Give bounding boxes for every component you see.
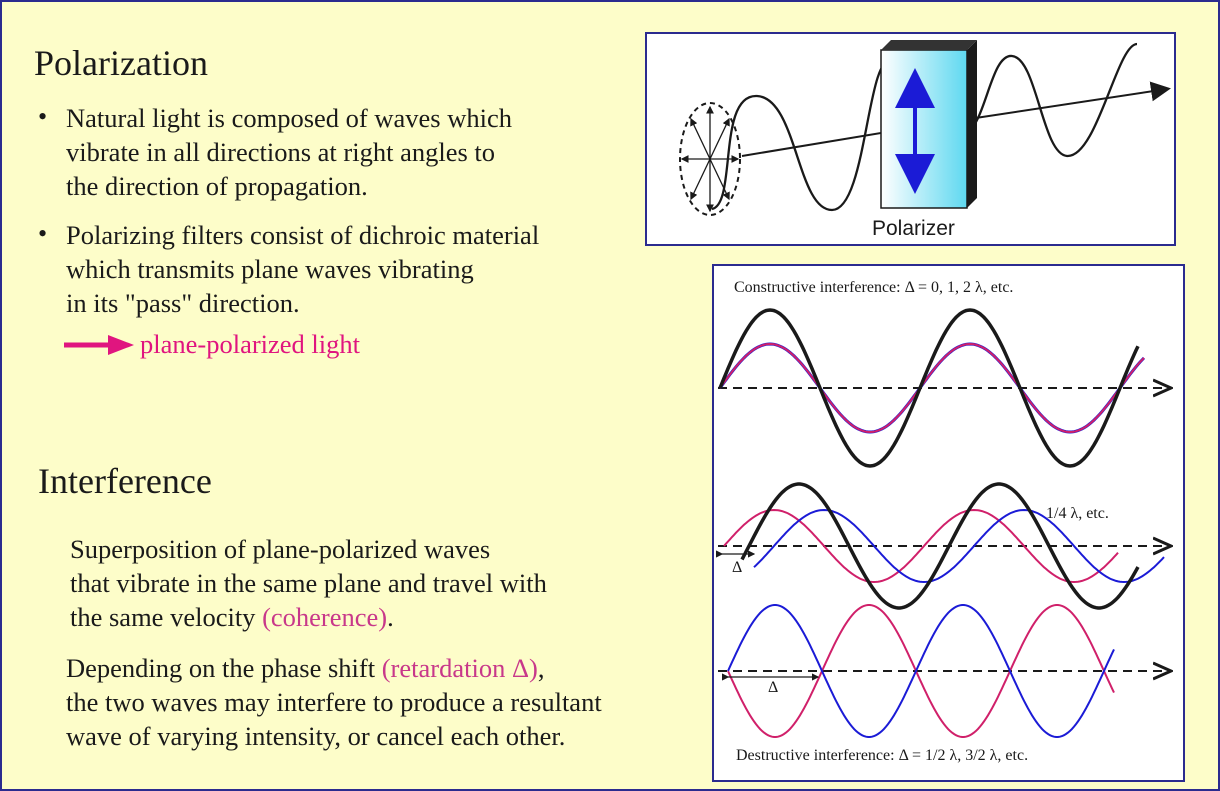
bullet-1-line-1: Natural light is composed of waves which — [66, 101, 512, 135]
retardation-term: (retardation Δ) — [382, 653, 538, 683]
interference-para-1: Superposition of plane-polarized waves t… — [70, 532, 547, 634]
destructive-label: Destructive interference: Δ = 1/2 λ, 3/2… — [736, 747, 1028, 764]
para-1-line-3-text: the same velocity — [70, 602, 262, 632]
delta-destructive: Δ — [768, 679, 778, 696]
bullet-1-line-2: vibrate in all directions at right angle… — [66, 135, 512, 169]
pink-arrow-icon — [62, 332, 138, 358]
bullet-1: Natural light is composed of waves which… — [66, 101, 512, 203]
bullet-2-line-3: in its "pass" direction. — [66, 286, 539, 320]
polarizer-svg: Polarizer — [647, 34, 1174, 244]
bullet-1-line-3: the direction of propagation. — [66, 169, 512, 203]
constructive-label: Constructive interference: Δ = 0, 1, 2 λ… — [734, 279, 1013, 296]
para-2-line-2: the two waves may interfere to produce a… — [66, 685, 602, 719]
interference-svg: Constructive interference: Δ = 0, 1, 2 λ… — [714, 266, 1183, 780]
vibration-directions — [682, 107, 738, 211]
delta-quarter: Δ — [732, 559, 742, 576]
plane-polarized-label: plane-polarized light — [140, 327, 360, 361]
bullet-icon: • — [38, 219, 47, 249]
polarizer-filter — [881, 50, 967, 208]
para-2-comma: , — [538, 653, 545, 683]
polarized-wave — [969, 44, 1137, 156]
period: . — [387, 602, 394, 632]
para-1-line-3: the same velocity (coherence). — [70, 600, 547, 634]
polarizer-top — [881, 40, 977, 50]
coherence-term: (coherence) — [262, 602, 387, 632]
para-1-line-1: Superposition of plane-polarized waves — [70, 532, 547, 566]
para-2-start: Depending on the phase shift — [66, 653, 382, 683]
para-2-line-1: Depending on the phase shift (retardatio… — [66, 651, 602, 685]
quarter-label: 1/4 λ, etc. — [1046, 505, 1109, 522]
polarization-title: Polarization — [34, 42, 208, 84]
propagation-axis-out — [969, 89, 1167, 119]
bullet-2-line-1: Polarizing filters consist of dichroic m… — [66, 218, 539, 252]
interference-para-2: Depending on the phase shift (retardatio… — [66, 651, 602, 753]
para-1-line-2: that vibrate in the same plane and trave… — [70, 566, 547, 600]
polarizer-label: Polarizer — [872, 217, 955, 240]
interference-diagram: Constructive interference: Δ = 0, 1, 2 λ… — [712, 264, 1185, 782]
polarizer-diagram: Polarizer — [645, 32, 1176, 246]
interference-title: Interference — [38, 460, 212, 502]
para-2-line-3: wave of varying intensity, or cancel eac… — [66, 719, 602, 753]
bullet-2: Polarizing filters consist of dichroic m… — [66, 218, 539, 320]
bullet-2-line-2: which transmits plane waves vibrating — [66, 252, 539, 286]
bullet-icon: • — [38, 102, 47, 132]
